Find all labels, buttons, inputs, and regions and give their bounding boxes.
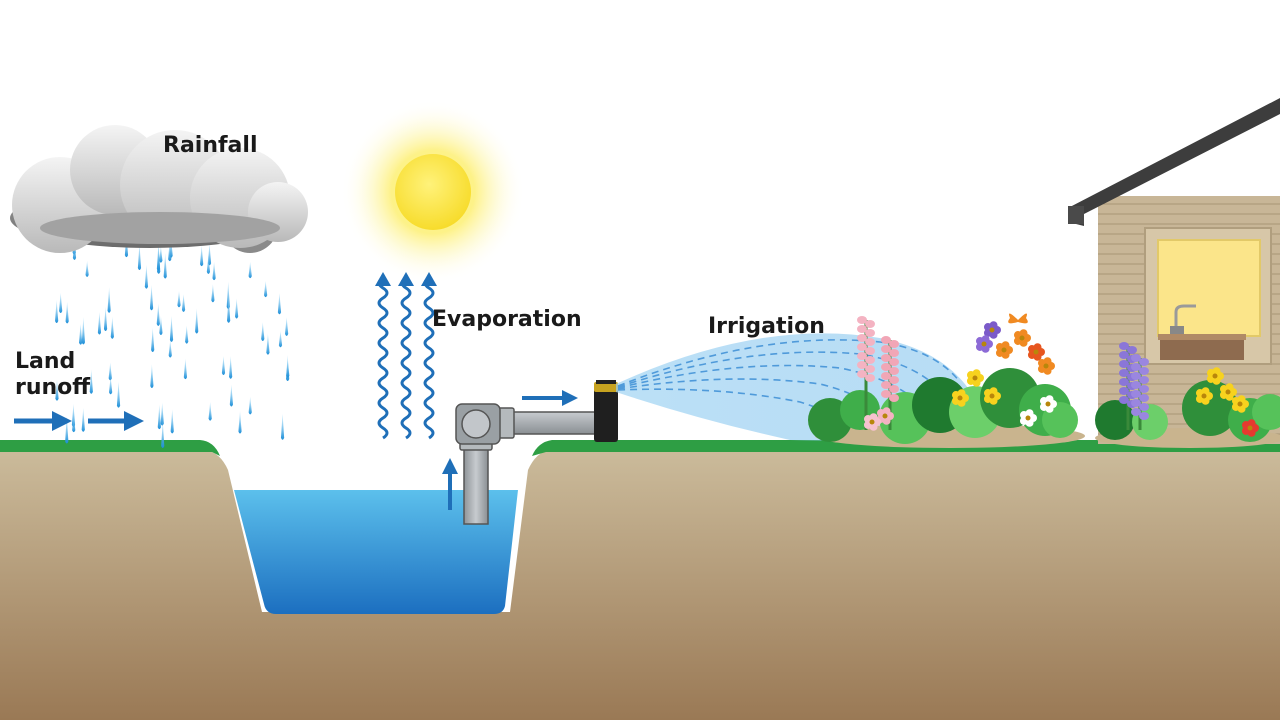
- rain-drop: [72, 413, 76, 433]
- rain-drop: [151, 327, 155, 352]
- rain-drop: [183, 358, 188, 380]
- rain-drop: [264, 280, 268, 298]
- rain-drop: [161, 421, 165, 449]
- rain-drop: [59, 292, 63, 314]
- rain-drop: [81, 316, 85, 345]
- rain-drop: [280, 413, 285, 440]
- rain-drop: [211, 284, 215, 303]
- sprinkler-icon: [594, 380, 618, 442]
- rain-drop: [109, 376, 113, 395]
- rain-drop: [212, 261, 216, 281]
- evaporation-arrow: [423, 276, 435, 440]
- rain-drop: [72, 241, 77, 260]
- rain-drop: [226, 281, 230, 309]
- evaporation-label: Evaporation: [432, 307, 582, 332]
- rain-drop: [108, 362, 112, 381]
- land-runoff-label: Land runoff: [15, 349, 105, 402]
- evaporation-arrowhead: [375, 272, 391, 286]
- rain-drop: [170, 409, 174, 434]
- rain-drop: [229, 356, 233, 379]
- rain-drop: [248, 261, 252, 279]
- rain-drop: [163, 253, 167, 279]
- evaporation-arrows: [375, 272, 437, 440]
- rain-drop: [156, 303, 160, 326]
- rain-drop: [227, 295, 231, 323]
- rain-drop: [248, 396, 252, 415]
- butterfly-icon: [1008, 313, 1028, 324]
- rain-drop: [195, 308, 199, 334]
- rain-drop: [261, 322, 265, 341]
- rain-drop: [159, 246, 163, 263]
- rain-drop: [156, 243, 161, 271]
- rain-drop: [137, 243, 142, 271]
- pipe-flow-arrows: [442, 390, 578, 510]
- rain-drop: [149, 284, 154, 311]
- irrigation-label: Irrigation: [708, 314, 825, 339]
- garden-bush: [1252, 394, 1280, 430]
- rainfall-label: Rainfall: [163, 133, 258, 158]
- rain-drop: [97, 311, 102, 335]
- rain-drop: [206, 255, 211, 274]
- rain-drop: [89, 369, 93, 394]
- sun-icon: [341, 100, 525, 284]
- rain-drop: [168, 340, 172, 358]
- grass-right: [532, 440, 1280, 456]
- rain-cloud-icon: [10, 125, 308, 253]
- rain-drop: [85, 260, 89, 277]
- evaporation-arrowhead: [421, 272, 437, 286]
- rain-drop: [160, 402, 164, 426]
- rain-drop: [221, 355, 226, 376]
- rain-drop: [65, 415, 69, 444]
- rain-drop: [144, 264, 149, 289]
- rain-drop: [157, 404, 161, 430]
- rain-drop: [277, 292, 282, 315]
- rain-drop: [79, 323, 83, 345]
- rain-drop: [278, 330, 283, 348]
- evaporation-arrowhead: [398, 272, 414, 286]
- evaporation-arrow: [400, 276, 412, 440]
- house-icon: [1068, 98, 1280, 444]
- rain-drop: [103, 306, 108, 331]
- rain-drop: [200, 245, 204, 267]
- rain-drop: [159, 315, 163, 336]
- rain-drop: [285, 317, 289, 336]
- rain-drop: [238, 410, 242, 434]
- rain-drop: [107, 287, 111, 313]
- rain-drop: [110, 316, 114, 339]
- rain-drop: [208, 401, 212, 421]
- rain-drop: [81, 407, 85, 432]
- rain-drop: [229, 384, 233, 407]
- pump-pipe-icon: [455, 403, 598, 525]
- soil: [0, 450, 1280, 720]
- rain-drop: [181, 294, 186, 312]
- rain-drop: [150, 364, 154, 388]
- grass-left: [0, 440, 220, 456]
- rain-drops: [55, 232, 290, 449]
- rain-drop: [177, 290, 181, 308]
- flower-garden-icon: [808, 313, 1280, 448]
- rain-drop: [65, 301, 69, 324]
- rain-drop: [116, 381, 121, 408]
- rain-drop: [55, 379, 59, 401]
- land-runoff-label-line1: Land: [15, 349, 76, 374]
- rain-drop: [185, 325, 189, 344]
- rain-drop: [235, 298, 239, 319]
- rain-drop: [168, 240, 172, 262]
- garden-bush: [1095, 400, 1135, 440]
- rain-drop: [286, 359, 290, 378]
- rain-drop: [266, 333, 270, 355]
- rain-drop: [55, 299, 59, 323]
- land-runoff-label-line2: runoff: [15, 375, 91, 401]
- rain-drop: [169, 315, 174, 342]
- pond-water: [234, 490, 518, 614]
- evaporation-arrow: [377, 276, 389, 440]
